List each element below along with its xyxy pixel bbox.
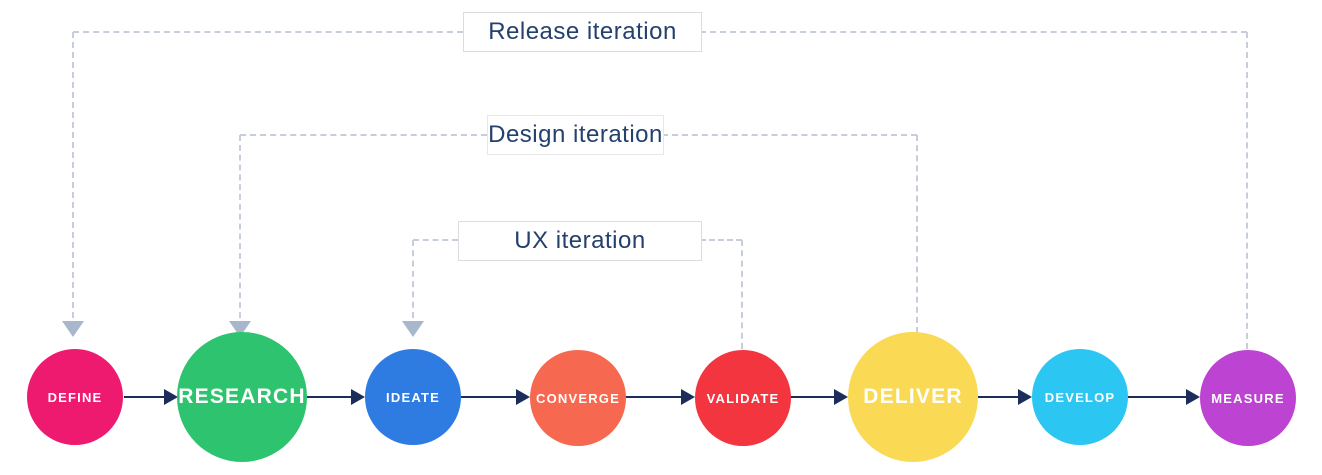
ux-loop-line-right — [700, 239, 742, 241]
arrow-research-ideate-line — [307, 396, 353, 398]
arrow-develop-measure-line — [1128, 396, 1188, 398]
stage-develop: DEVELOP — [1032, 349, 1128, 445]
stage-ideate-label: IDEATE — [386, 389, 440, 405]
stage-ideate: IDEATE — [365, 349, 461, 445]
stage-validate-label: VALIDATE — [706, 390, 780, 406]
release-loop-line-left — [73, 31, 463, 33]
ux-loop-line-down-right — [741, 240, 743, 349]
release-loop-line-right — [700, 31, 1247, 33]
ux-loop-arrow-down-icon — [402, 321, 424, 337]
stage-converge: CONVERGE — [530, 350, 626, 446]
arrow-converge-validate-line — [624, 396, 683, 398]
stage-converge-label: CONVERGE — [535, 390, 620, 406]
stage-measure: MEASURE — [1200, 350, 1296, 446]
arrow-develop-measure-head-icon — [1186, 389, 1200, 405]
stage-define: DEFINE — [27, 349, 123, 445]
stage-deliver-label: DELIVER — [863, 385, 963, 408]
arrow-define-research-line — [124, 396, 166, 398]
arrow-define-research-head-icon — [164, 389, 178, 405]
release-loop-arrow-down-icon — [62, 321, 84, 337]
release-iteration-text: Release iteration — [488, 18, 677, 45]
arrow-deliver-develop-line — [978, 396, 1020, 398]
release-loop-line-down-left — [72, 32, 74, 318]
design-loop-line-down-left — [239, 135, 241, 318]
arrow-research-ideate-head-icon — [351, 389, 365, 405]
arrow-validate-deliver-head-icon — [834, 389, 848, 405]
design-loop-line-right — [662, 134, 917, 136]
release-iteration-label: Release iteration — [463, 12, 702, 52]
arrow-validate-deliver-line — [789, 396, 836, 398]
stage-measure-label: MEASURE — [1211, 390, 1285, 406]
stage-deliver: DELIVER — [848, 332, 978, 462]
design-loop-line-down-right — [916, 135, 918, 333]
stage-develop-label: DEVELOP — [1044, 389, 1116, 405]
arrow-ideate-converge-line — [461, 396, 518, 398]
release-loop-line-down-right — [1246, 32, 1248, 349]
stage-define-label: DEFINE — [47, 389, 103, 405]
ux-iteration-label: UX iteration — [458, 221, 702, 261]
design-iteration-text: Design iteration — [488, 121, 663, 148]
design-loop-line-left — [240, 134, 487, 136]
arrow-deliver-develop-head-icon — [1018, 389, 1032, 405]
ux-loop-line-down-left — [412, 240, 414, 318]
arrow-ideate-converge-head-icon — [516, 389, 530, 405]
arrow-converge-validate-head-icon — [681, 389, 695, 405]
stage-research: RESEARCH — [177, 332, 307, 462]
ux-loop-line-left — [413, 239, 458, 241]
design-iteration-label: Design iteration — [487, 115, 664, 155]
stage-validate: VALIDATE — [695, 350, 791, 446]
ux-iteration-text: UX iteration — [514, 227, 646, 254]
stage-research-label: RESEARCH — [178, 385, 306, 408]
